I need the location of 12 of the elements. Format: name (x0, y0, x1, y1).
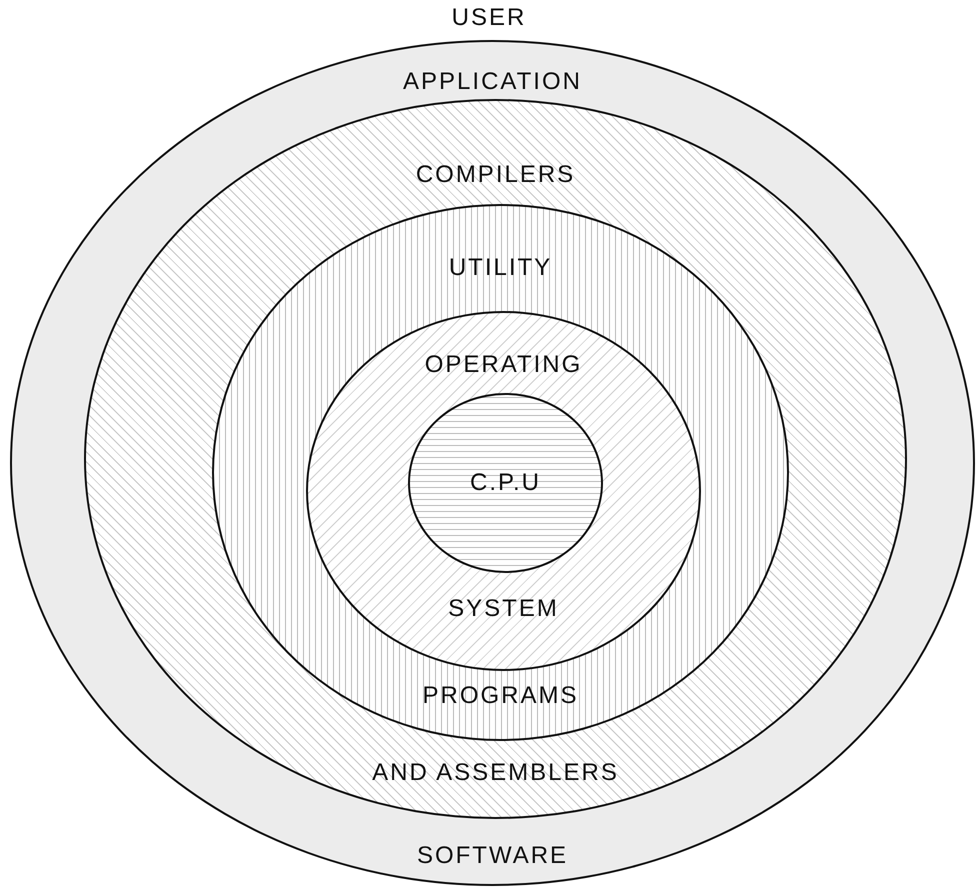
layer-label: APPLICATION (403, 68, 582, 96)
layer-ellipse (212, 204, 789, 741)
layer-label: SYSTEM (448, 595, 559, 623)
outer-label: USER (452, 4, 526, 32)
layer-label: C.P.U (470, 469, 541, 497)
layer-label: PROGRAMS (422, 682, 578, 710)
layer-label: AND ASSEMBLERS (372, 759, 619, 787)
core-circle (408, 393, 603, 573)
layer-label: COMPILERS (416, 161, 576, 189)
layer-label: SOFTWARE (416, 842, 568, 870)
layer-label: OPERATING (424, 351, 582, 379)
layer-label: UTILITY (448, 254, 552, 282)
